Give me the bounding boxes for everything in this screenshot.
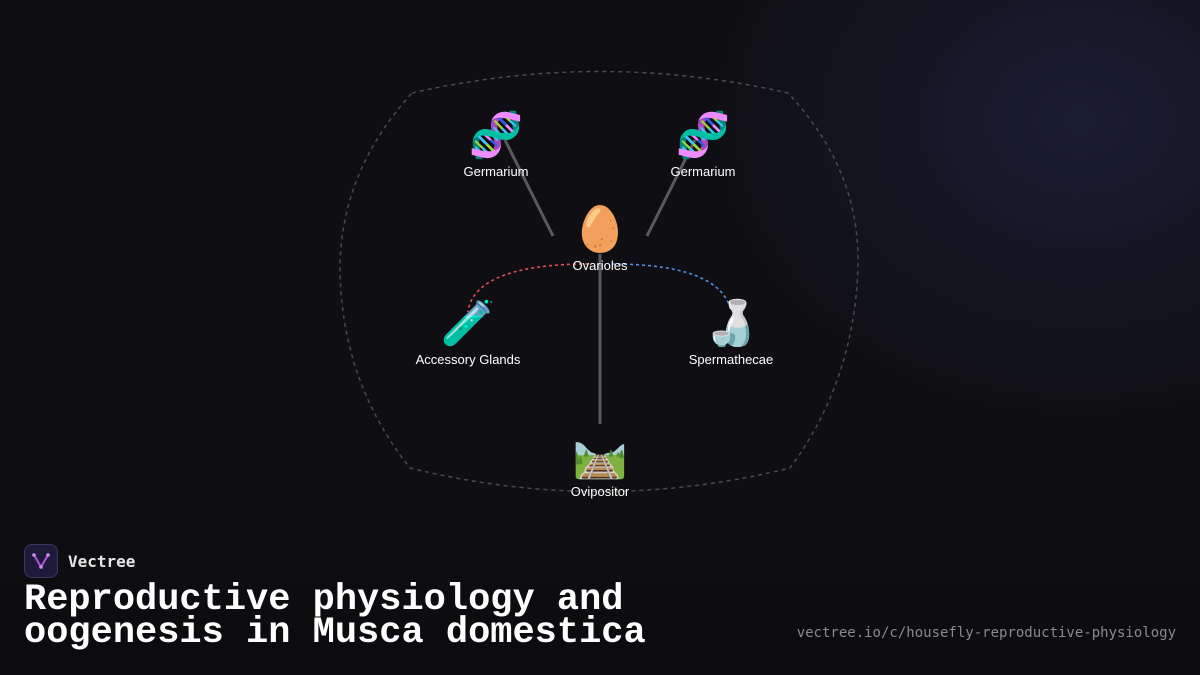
node-spermathecae[interactable]: 🍶 Spermathecae	[688, 299, 774, 368]
node-label: Spermathecae	[688, 352, 774, 367]
brand-name: Vectree	[68, 551, 136, 571]
edge-ovarioles-to-spermathecae	[611, 263, 732, 313]
node-label: Germarium	[670, 164, 736, 179]
dna-icon: 🧬	[468, 111, 524, 160]
node-label: Ovarioles	[572, 258, 628, 273]
test-tube-icon: 🧪	[440, 299, 496, 348]
source-url[interactable]: vectree.io/c/housefly-reproductive-physi…	[796, 625, 1176, 641]
boundary-outline	[339, 70, 859, 493]
egg-icon: 🥚	[572, 205, 628, 254]
node-ovarioles[interactable]: 🥚 Ovarioles	[572, 205, 628, 274]
sake-bottle-icon: 🍶	[703, 299, 759, 348]
edge-ovarioles-to-accessory-glands	[467, 263, 589, 313]
vectree-logo-icon	[24, 544, 58, 578]
node-label: Ovipositor	[570, 484, 630, 499]
edge-germarium-right-to-ovarioles	[645, 139, 697, 237]
node-accessory-glands[interactable]: 🧪 Accessory Glands	[415, 299, 521, 368]
railway-track-icon: 🛤️	[572, 431, 628, 480]
dna-icon: 🧬	[675, 111, 731, 160]
node-label: Accessory Glands	[415, 352, 521, 367]
page-title: Reproductive physiology and oogenesis in…	[24, 579, 646, 654]
node-germarium-left[interactable]: 🧬 Germarium	[463, 111, 529, 180]
node-ovipositor[interactable]: 🛤️ Ovipositor	[570, 431, 630, 500]
brand: Vectree	[24, 544, 135, 578]
edge-germarium-left-to-ovarioles	[503, 139, 555, 237]
node-label: Germarium	[463, 164, 529, 179]
node-germarium-right[interactable]: 🧬 Germarium	[670, 111, 736, 180]
